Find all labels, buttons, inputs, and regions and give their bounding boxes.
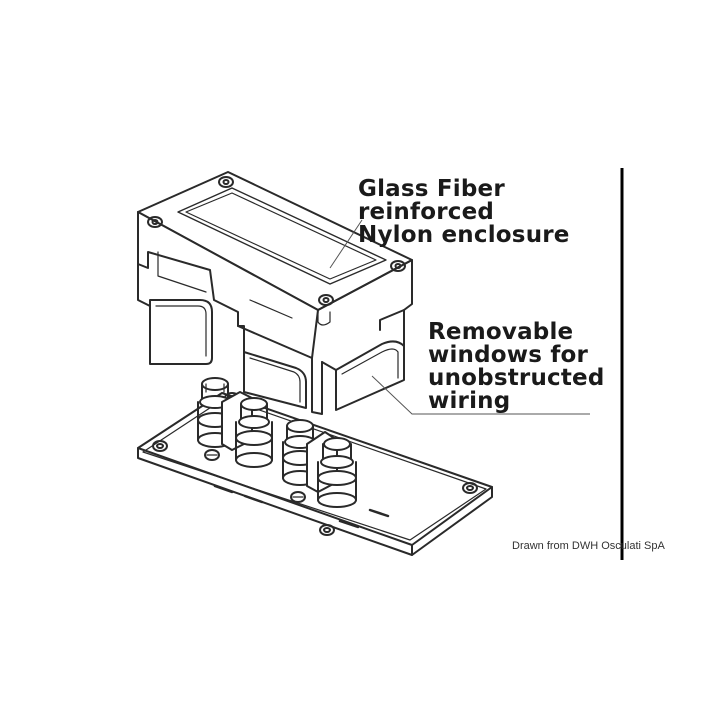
callout-line: reinforced bbox=[358, 199, 495, 225]
image-credit: Drawn from DWH Osculati SpA bbox=[512, 540, 665, 552]
base-screw-hole bbox=[462, 482, 478, 494]
callout-line: Removable bbox=[428, 319, 574, 345]
callout-line: Nylon enclosure bbox=[358, 222, 570, 248]
removable-window bbox=[243, 351, 307, 409]
lid-screw bbox=[390, 260, 406, 272]
leader-line-windows bbox=[371, 375, 590, 415]
removable-window bbox=[149, 299, 213, 365]
callout-windows: Removable windows for unobstructed wirin… bbox=[428, 321, 605, 413]
removable-window bbox=[335, 340, 405, 411]
base-screw-hole bbox=[152, 440, 168, 452]
callout-line: Glass Fiber bbox=[358, 176, 505, 202]
terminal-stud bbox=[235, 397, 273, 468]
callout-line: wiring bbox=[428, 388, 511, 414]
callout-enclosure: Glass Fiber reinforced Nylon enclosure bbox=[358, 178, 570, 247]
base-screw-hole bbox=[319, 524, 335, 536]
lid-screw bbox=[218, 176, 234, 188]
callout-line: windows for bbox=[428, 342, 589, 368]
leader-line-enclosure bbox=[329, 219, 363, 269]
callout-line: unobstructed bbox=[428, 365, 605, 391]
lid-screw bbox=[147, 216, 163, 228]
base-screw bbox=[290, 491, 306, 503]
base-screw bbox=[204, 449, 220, 461]
enclosure-lid bbox=[137, 171, 413, 415]
lid-screw bbox=[318, 294, 334, 306]
terminal-stud bbox=[317, 437, 357, 508]
